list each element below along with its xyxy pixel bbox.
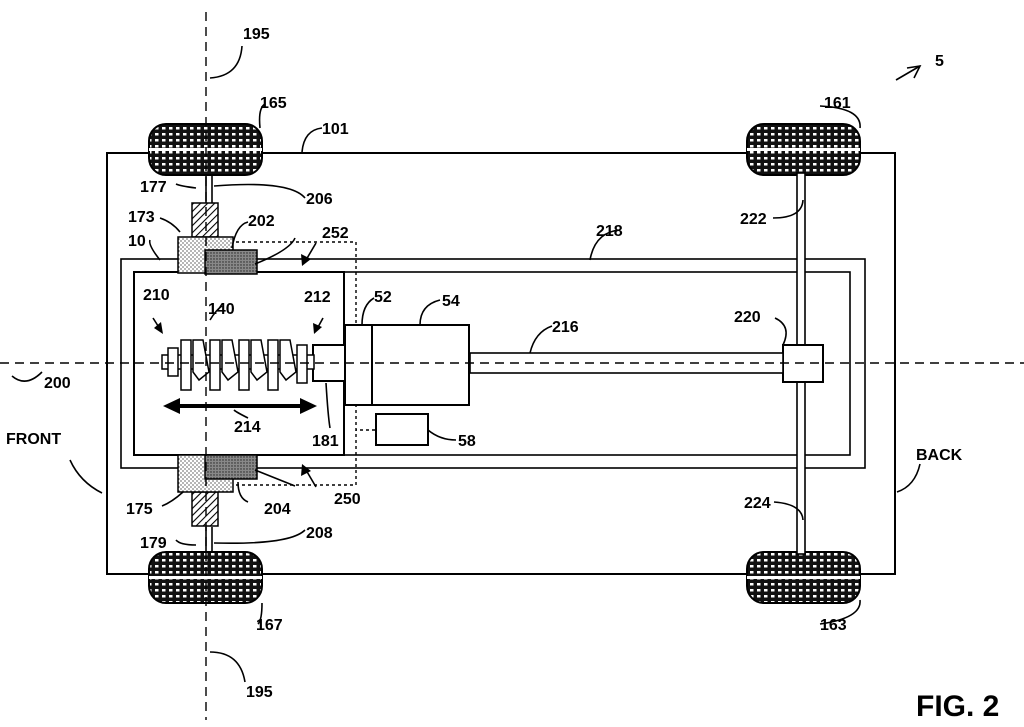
dotted-line-250 — [236, 430, 357, 486]
label-224: 224 — [744, 495, 771, 512]
label-165: 165 — [260, 95, 287, 112]
label-212: 212 — [304, 289, 331, 306]
label-179: 179 — [140, 535, 167, 552]
label-58: 58 — [458, 433, 476, 450]
label-250: 250 — [334, 491, 361, 508]
leader-lines — [11, 45, 922, 683]
label-back: BACK — [916, 447, 963, 464]
label-140: 140 — [208, 301, 235, 318]
label-220: 220 — [734, 309, 761, 326]
label-202: 202 — [248, 213, 275, 230]
label-5: 5 — [935, 53, 944, 70]
label-195-top: 195 — [243, 26, 270, 43]
label-216: 216 — [552, 319, 579, 336]
label-206: 206 — [306, 191, 333, 208]
element-204-block — [204, 454, 258, 480]
element-177-block — [191, 202, 219, 238]
label-175: 175 — [126, 501, 153, 518]
arrow-214 — [163, 398, 317, 414]
label-101: 101 — [322, 121, 349, 138]
label-177: 177 — [140, 179, 167, 196]
label-208: 208 — [306, 525, 333, 542]
label-161: 161 — [824, 95, 851, 112]
label-52: 52 — [374, 289, 392, 306]
element-179-block — [191, 491, 219, 527]
element-202-block — [204, 249, 258, 275]
label-front: FRONT — [6, 431, 61, 448]
crankshaft-140 — [161, 339, 315, 391]
indicator-arrows — [152, 242, 324, 488]
wheel-163 — [746, 551, 861, 604]
label-214: 214 — [234, 419, 261, 436]
label-195-bottom: 195 — [246, 684, 273, 701]
label-10: 10 — [128, 233, 146, 250]
transmission-52 — [344, 324, 373, 406]
label-181: 181 — [312, 433, 339, 450]
label-222: 222 — [740, 211, 767, 228]
label-210: 210 — [143, 287, 170, 304]
label-200: 200 — [44, 375, 71, 392]
label-252: 252 — [322, 225, 349, 242]
figure-label: FIG. 2 — [916, 690, 999, 723]
dotted-line-252 — [236, 241, 376, 431]
transmission-54 — [371, 324, 470, 406]
controller-58 — [375, 413, 429, 446]
label-218: 218 — [596, 223, 623, 240]
label-163: 163 — [820, 617, 847, 634]
label-167: 167 — [256, 617, 283, 634]
label-204: 204 — [264, 501, 291, 518]
wheel-161 — [746, 123, 861, 176]
label-173: 173 — [128, 209, 155, 226]
label-54: 54 — [442, 293, 460, 310]
